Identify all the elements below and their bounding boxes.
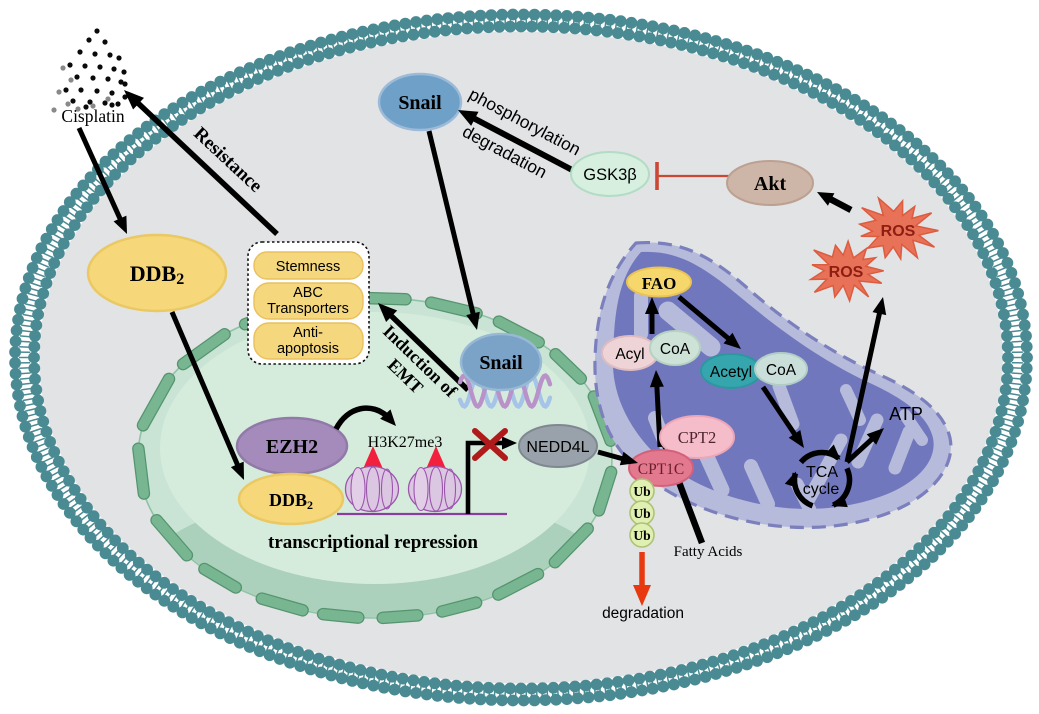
svg-text:cycle: cycle [803,481,840,498]
svg-text:Ub: Ub [633,506,650,521]
svg-text:GSK3β: GSK3β [583,166,637,184]
svg-text:NEDD4L: NEDD4L [526,439,589,456]
svg-text:Cisplatin: Cisplatin [61,106,124,126]
svg-text:ROS: ROS [829,264,864,281]
svg-text:Ub: Ub [633,484,650,499]
svg-text:Akt: Akt [754,173,787,195]
svg-text:Fatty Acids: Fatty Acids [674,544,743,560]
svg-text:EZH2: EZH2 [266,436,318,458]
svg-text:Snail: Snail [398,92,442,114]
svg-text:transcriptional repression: transcriptional repression [268,532,478,553]
svg-text:DDB2: DDB2 [269,490,313,512]
svg-text:CPT1C: CPT1C [638,461,685,478]
svg-text:CoA: CoA [766,362,797,379]
svg-text:Transporters: Transporters [267,301,349,317]
svg-text:degradation: degradation [602,605,684,622]
svg-text:Acyl: Acyl [615,346,644,363]
svg-text:ATP: ATP [889,404,923,424]
svg-text:Snail: Snail [479,352,523,374]
svg-text:Acetyl: Acetyl [710,364,752,381]
svg-text:FAO: FAO [642,274,677,293]
svg-text:ABC: ABC [293,285,323,301]
svg-text:H3K27me3: H3K27me3 [368,434,443,451]
svg-text:Ub: Ub [633,528,650,543]
svg-text:DDB2: DDB2 [130,261,184,288]
svg-text:CPT2: CPT2 [678,428,717,447]
svg-text:apoptosis: apoptosis [277,341,339,357]
svg-text:Stemness: Stemness [276,259,340,275]
svg-text:TCA: TCA [806,464,838,481]
svg-text:CoA: CoA [660,341,691,358]
svg-text:ROS: ROS [881,223,916,240]
svg-text:Anti-: Anti- [293,325,323,341]
